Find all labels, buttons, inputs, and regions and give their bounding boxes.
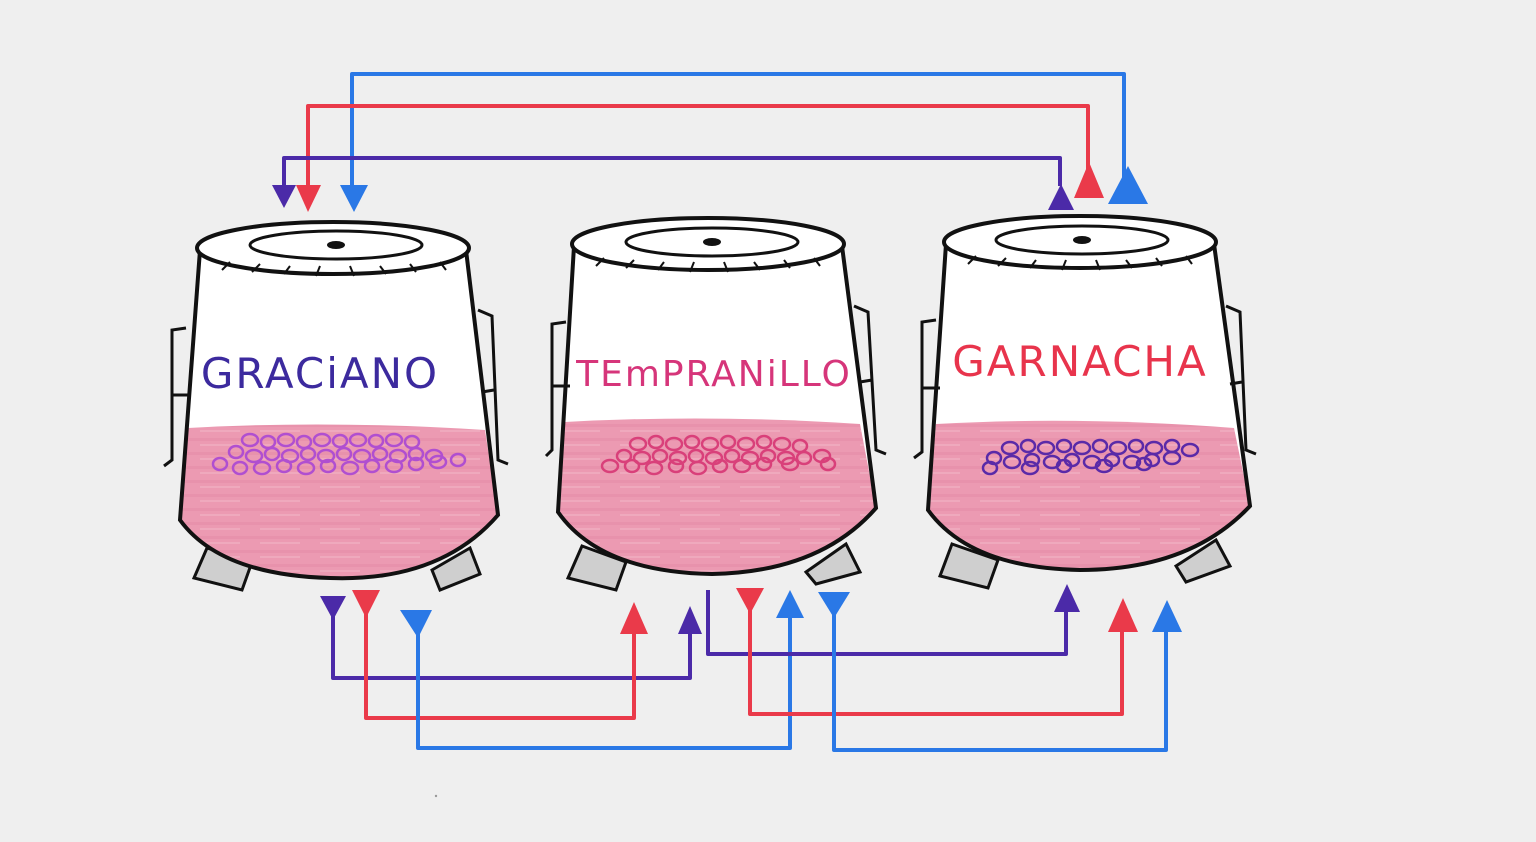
tank-tempranillo: TEmPRANiLLO xyxy=(544,216,887,592)
tank-label: GARNACHA xyxy=(952,337,1208,386)
pipe-blue-top xyxy=(350,72,1126,188)
tank-side-rail xyxy=(853,304,887,456)
tank-label: TEmPRANiLLO xyxy=(575,354,852,395)
arrow-red-up-icon xyxy=(620,602,648,634)
tank-outline xyxy=(177,248,501,581)
tank-side-rail xyxy=(913,318,940,460)
tank-wine xyxy=(928,420,1250,570)
arrow-blue-up-icon xyxy=(1108,166,1148,204)
pipe-red-graciano-tempranillo xyxy=(364,610,636,720)
arrow-purple-up-icon xyxy=(1048,184,1074,210)
arrow-blue-down-icon xyxy=(400,610,432,638)
tank-hatch xyxy=(624,226,800,258)
top-pipes xyxy=(282,72,1126,188)
pipe-purple-graciano-tempranillo xyxy=(331,610,692,680)
top-arrowheads xyxy=(272,162,1148,212)
stray-dot xyxy=(434,794,438,798)
arrow-purple-up-icon xyxy=(1054,584,1080,612)
arrow-purple-down-icon xyxy=(320,596,346,620)
berries xyxy=(211,432,467,476)
arrow-red-up-icon xyxy=(1108,598,1138,632)
tank-side-rail xyxy=(163,326,190,468)
pipe-blue-tempranillo-garnacha xyxy=(832,612,1168,752)
tank-hatch xyxy=(248,229,424,261)
bottom-pipes xyxy=(331,590,1168,752)
arrow-blue-down-icon xyxy=(340,185,368,212)
tank-side-rail xyxy=(1225,304,1257,456)
tank-outline xyxy=(925,242,1253,573)
tank-leg xyxy=(1173,537,1233,584)
tank-hatch xyxy=(994,224,1170,256)
pipe-red-top xyxy=(306,104,1090,188)
tank-side-rail xyxy=(544,320,570,458)
tank-valve xyxy=(327,241,345,249)
pipe-red-tempranillo-garnacha xyxy=(748,608,1124,716)
tank-label: GRACiANO xyxy=(201,349,439,398)
tank-outline xyxy=(555,244,879,577)
tank-valve xyxy=(1073,236,1091,244)
arrow-red-down-icon xyxy=(352,590,380,618)
tank-valve xyxy=(703,238,721,246)
arrow-purple-down-icon xyxy=(272,185,296,208)
arrow-blue-down-icon xyxy=(818,592,850,618)
tank-side-rail xyxy=(477,308,509,466)
berries xyxy=(600,434,837,476)
arrow-blue-up-icon xyxy=(776,590,804,618)
pipe-purple-top xyxy=(282,156,1062,186)
arrow-blue-up-icon xyxy=(1152,600,1182,632)
tank-leg xyxy=(430,545,482,592)
bottom-arrowheads xyxy=(320,584,1182,638)
pipe-purple-tempranillo-garnacha xyxy=(706,590,1068,656)
arrow-red-down-icon xyxy=(736,588,764,614)
arrow-red-up-icon xyxy=(1074,162,1104,198)
arrow-red-down-icon xyxy=(296,185,321,212)
pipe-blue-graciano-tempranillo xyxy=(416,616,792,750)
tank-garnacha: GARNACHA xyxy=(913,214,1257,590)
tank-graciano: GRACiANO xyxy=(163,220,509,592)
arrow-purple-up-icon xyxy=(678,606,702,634)
berries xyxy=(981,438,1200,476)
tank-leg xyxy=(938,542,1000,590)
tank-leg xyxy=(803,541,863,586)
